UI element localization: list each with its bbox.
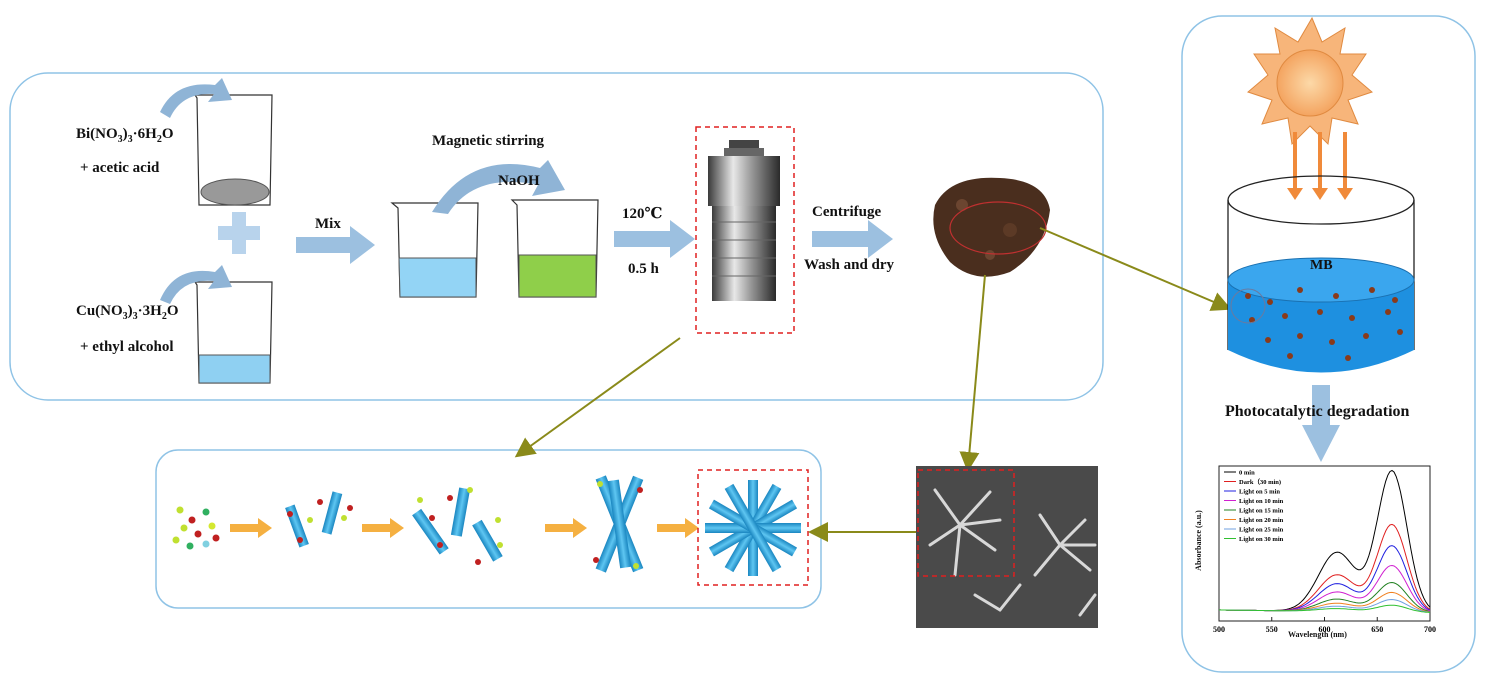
synthesis-panel: [9, 72, 1104, 401]
powder-product: [933, 177, 1050, 277]
degradation-label: Photocatalytic degradation: [1225, 403, 1410, 420]
mb-reactor: [1227, 175, 1415, 373]
chart-x-tick-label: 700: [1424, 625, 1436, 634]
autoclave: [708, 140, 780, 301]
bi-formula-label: Bi(NO3)3·6H2O: [76, 126, 174, 145]
naoh-label: NaOH: [498, 173, 540, 189]
chart-legend-label: Light on 5 min: [1239, 489, 1280, 496]
growth-arrow-2: [362, 518, 404, 538]
mb-label: MB: [1310, 258, 1333, 273]
chart-legend-label: Dark（30 min): [1239, 478, 1281, 486]
stirring-arrow: [432, 160, 565, 214]
beaker-mixed: [390, 202, 479, 298]
beaker-bi: [193, 94, 273, 206]
temperature-label: 120℃: [622, 206, 663, 222]
centrifuge-arrow: [812, 220, 893, 258]
chart-x-tick-label: 550: [1266, 625, 1278, 634]
centrifuge-label: Centrifuge: [812, 204, 882, 220]
autoclave-highlight: [695, 126, 795, 334]
arrow-powder-to-mb: [1039, 227, 1232, 311]
bi-solvent-label: + acetic acid: [80, 160, 160, 176]
beaker-naoh: [510, 199, 599, 298]
growing-rods: [412, 487, 503, 565]
sun-icon: [1247, 16, 1373, 146]
chart-x-tick-label: 500: [1213, 625, 1225, 634]
growth-arrow-3: [545, 518, 587, 538]
stirring-label: Magnetic stirring: [432, 133, 545, 149]
crossed-rods: [593, 475, 644, 573]
heat-arrow: [614, 220, 695, 258]
flower-highlight: [697, 469, 809, 586]
curved-arrow-cu: [160, 265, 232, 304]
chart-plot-area: [1218, 465, 1431, 622]
flower-structure: [705, 480, 801, 576]
light-arrows: [1287, 132, 1353, 200]
growth-arrow-1: [230, 518, 272, 538]
growth-arrow-4: [657, 518, 699, 538]
chart-legend-label: Light on 25 min: [1239, 527, 1284, 534]
photocatalysis-panel: [1181, 15, 1476, 673]
chart-legend-label: 0 min: [1239, 470, 1255, 477]
mix-arrow: [296, 226, 375, 264]
chart-legend-label: Light on 10 min: [1239, 498, 1284, 505]
arrow-autoclave-to-mechanism: [514, 337, 681, 458]
time-label: 0.5 h: [628, 261, 659, 277]
wash-label: Wash and dry: [804, 257, 895, 273]
chart-legend-label: Light on 15 min: [1239, 508, 1284, 515]
beaker-cu: [193, 281, 273, 384]
curved-arrow-bi: [160, 78, 232, 118]
plus-icon: [218, 212, 260, 254]
sem-highlight: [917, 469, 1015, 577]
chart-ticks-group: 500 550 600 650 700: [1213, 617, 1436, 634]
cu-formula-label: Cu(NO3)3·3H2O: [76, 303, 179, 322]
chart-xlabel: Wavelength (nm): [1288, 630, 1347, 639]
mix-label: Mix: [315, 216, 341, 232]
chart-x-tick-label: 600: [1319, 625, 1331, 634]
ions-cluster: [172, 506, 220, 550]
chart-series-group: [1218, 469, 1431, 613]
chart-x-tick-label: 650: [1371, 625, 1383, 634]
degradation-arrow: [1302, 385, 1340, 462]
chart-legend-label: Light on 20 min: [1239, 517, 1284, 524]
particle-highlight: [1230, 288, 1266, 324]
chart-series-line: [1218, 604, 1431, 613]
chart-ylabel: Absorbance (a.u.): [1193, 510, 1203, 571]
cu-solvent-label: + ethyl alcohol: [80, 339, 174, 355]
chart-legend-label: Light on 30 min: [1239, 536, 1284, 543]
powder-highlight: [949, 201, 1047, 255]
arrow-powder-to-sem: [959, 274, 986, 472]
nuclei-rods: [285, 491, 353, 548]
sem-image: [916, 466, 1098, 628]
